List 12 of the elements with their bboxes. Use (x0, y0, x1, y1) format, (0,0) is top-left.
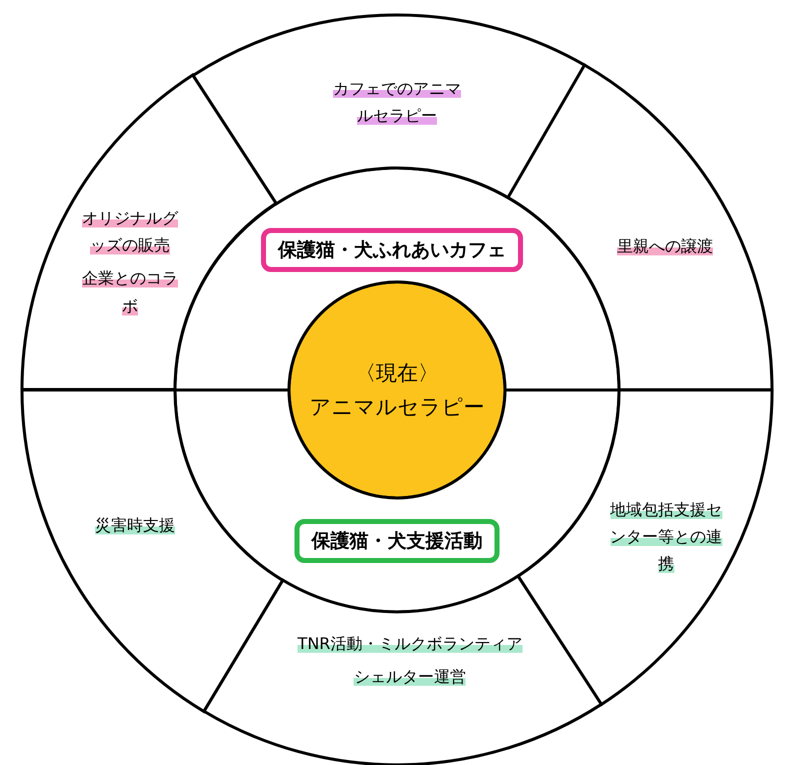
segment-label: 災害時支援 (95, 514, 175, 536)
center-label: 〈現在〉 (355, 360, 439, 387)
segment-label: 里親への譲渡 (617, 235, 713, 258)
segment-label: 企業とのコラボ (82, 268, 178, 318)
ring-segment (190, 13, 586, 206)
highlighted-title: 保護猫・犬ふれあいカフェ (261, 228, 523, 272)
ring-segment (202, 574, 604, 765)
segment-label: シェルター運営 (354, 666, 466, 688)
highlighted-title: 保護猫・犬支援活動 (294, 519, 500, 563)
ring-segment (20, 388, 285, 714)
segment-label: 地域包括支援センター等との連携 (608, 499, 723, 576)
center-label: アニマルセラピー (310, 394, 484, 421)
